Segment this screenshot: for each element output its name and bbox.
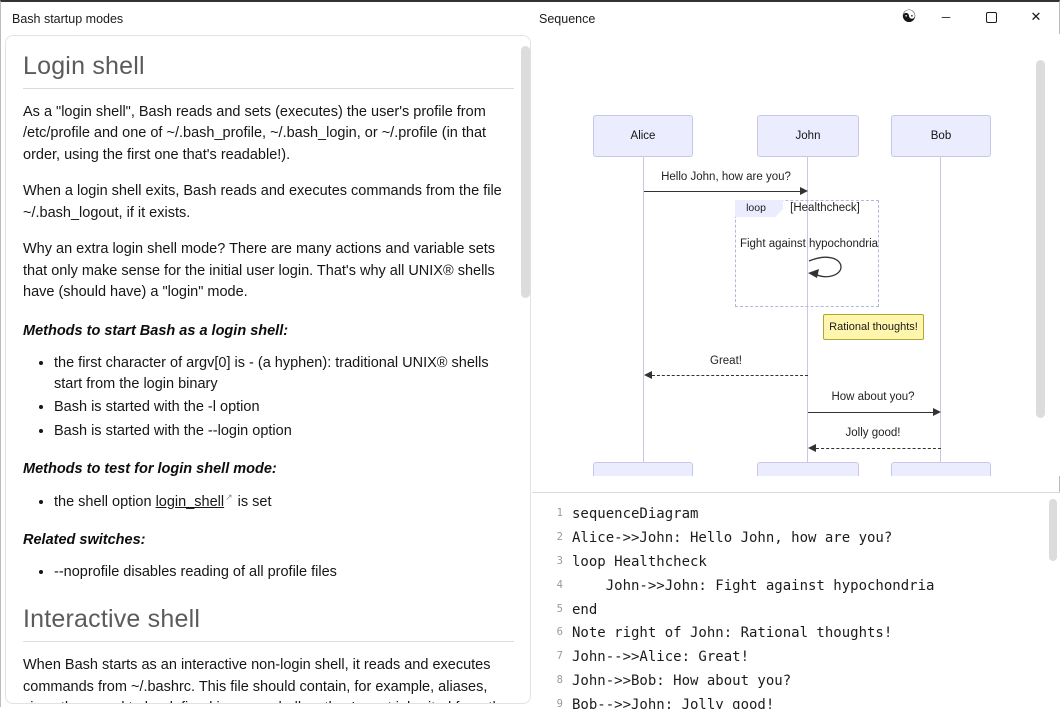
list-item-shell-option: the shell option login_shell↗ is set (54, 491, 514, 513)
code-text[interactable]: end (572, 601, 598, 618)
actor-box-john-bottom: John (757, 462, 859, 476)
code-line: 1 sequenceDiagram (540, 506, 1060, 530)
heading-interactive-shell: Interactive shell (23, 605, 514, 643)
line-number: 1 (556, 507, 563, 519)
document-pane[interactable]: Login shell As a "login shell", Bash rea… (5, 35, 531, 704)
arrow-bob-to-john-dashed (816, 448, 941, 449)
arrowhead-right-icon (800, 187, 808, 195)
code-text[interactable]: sequenceDiagram (572, 506, 699, 522)
diagram-pane-title: Sequence (539, 12, 596, 26)
subheading-methods-start: Methods to start Bash as a login shell: (23, 322, 289, 339)
list-item-noprofile: --noprofile disables reading of all prof… (54, 562, 514, 583)
close-icon: ✕ (1030, 9, 1042, 24)
code-text[interactable]: Note right of John: Rational thoughts! (572, 625, 893, 642)
actor-box-alice-bottom: Alice (593, 462, 693, 476)
list-item-text: is set (233, 493, 272, 510)
sequence-diagram-pane: Alice John Bob Hello John, how are you? … (531, 34, 1060, 476)
loop-label: loop (735, 200, 783, 217)
arrow-john-to-bob (808, 412, 933, 413)
code-text[interactable]: Alice->>John: Hello John, how are you? (572, 529, 893, 546)
code-text[interactable]: John-->>Alice: Great! (572, 649, 750, 666)
line-number: 9 (556, 698, 563, 709)
message-hello-label: Hello John, how are you? (661, 171, 791, 183)
external-link-icon: ↗ (225, 491, 233, 502)
code-line: 6 Note right of John: Rational thoughts! (540, 625, 1060, 649)
theme-toggle-button[interactable]: ☯ (895, 4, 923, 30)
list-item-login-option: Bash is started with the --login option (54, 421, 514, 442)
document-pane-title: Bash startup modes (12, 12, 124, 26)
line-number: 6 (556, 626, 563, 639)
line-number: 4 (556, 578, 563, 591)
actor-box-bob-top: Bob (891, 115, 991, 157)
arrow-john-to-alice-dashed (652, 375, 808, 376)
related-switches-list: --noprofile disables reading of all prof… (23, 562, 514, 583)
list-item-text: the shell option (54, 493, 156, 510)
yin-yang-icon: ☯ (901, 7, 917, 26)
arrowhead-left-icon (644, 371, 652, 379)
code-scrollbar-thumb[interactable] (1049, 499, 1057, 561)
note-box: Rational thoughts! (823, 314, 924, 340)
code-line: 3 loop Healthcheck (540, 554, 1060, 578)
actor-box-bob-bottom: Bob (891, 462, 991, 476)
self-loop-arrow-icon (808, 256, 842, 278)
login-shell-link[interactable]: login_shell (155, 493, 225, 510)
list-item-l-option: Bash is started with the -l option (54, 397, 514, 418)
code-line: 2 Alice->>John: Hello John, how are you? (540, 530, 1060, 554)
maximize-button[interactable] (976, 4, 1006, 30)
methods-start-list: the first character of argv[0] is - (a h… (23, 353, 514, 442)
methods-test-list: the shell option login_shell↗ is set (23, 491, 514, 513)
message-self-label: Fight against hypochondria (739, 238, 879, 250)
minimize-icon: ─ (941, 10, 951, 24)
subheading-related-switches: Related switches: (23, 532, 146, 549)
message-howabout-label: How about you? (831, 391, 915, 403)
code-line: 9 Bob-->>John: Jolly good! (540, 697, 1060, 709)
lifeline-bob (940, 157, 941, 462)
arrowhead-right-icon (933, 408, 941, 416)
code-text[interactable]: loop Healthcheck (572, 553, 707, 570)
arrow-alice-to-john (644, 191, 801, 192)
close-button[interactable]: ✕ (1021, 4, 1051, 30)
code-text[interactable]: Bob-->>John: Jolly good! (572, 697, 775, 709)
list-item-argv: the first character of argv[0] is - (a h… (54, 353, 514, 396)
actor-box-john-top: John (757, 115, 859, 157)
code-text[interactable]: John->>Bob: How about you? (572, 673, 792, 690)
code-line: 7 John-->>Alice: Great! (540, 649, 1060, 673)
minimize-button[interactable]: ─ (931, 4, 961, 30)
heading-login-shell: Login shell (23, 52, 514, 89)
actor-box-alice-top: Alice (593, 115, 693, 157)
line-number: 2 (556, 530, 563, 543)
code-text[interactable]: John->>John: Fight against hypochondria (572, 577, 935, 594)
line-number: 3 (556, 554, 563, 567)
pane-divider (532, 492, 1060, 493)
message-jolly-label: Jolly good! (845, 427, 901, 439)
loop-condition-label: [Healthcheck] (790, 202, 860, 214)
lifeline-alice (643, 157, 644, 462)
arrowhead-left-icon (808, 444, 816, 452)
line-number: 5 (556, 602, 563, 615)
code-line: 5 end (540, 602, 1060, 626)
subheading-methods-test: Methods to test for login shell mode: (23, 460, 277, 477)
lifeline-john (807, 157, 808, 462)
document-content: Login shell As a "login shell", Bash rea… (6, 36, 530, 703)
maximize-icon (985, 11, 997, 23)
paragraph-interactive: When Bash starts as an interactive non-l… (23, 657, 509, 703)
paragraph-login-why: Why an extra login shell mode? There are… (23, 241, 496, 301)
line-number: 7 (556, 650, 563, 663)
diagram-scrollbar-thumb[interactable] (1036, 60, 1045, 418)
paragraph-login-profile: As a "login shell", Bash reads and sets … (23, 104, 487, 163)
message-great-label: Great! (710, 355, 742, 367)
loop-frame: loop (735, 200, 879, 307)
paragraph-login-exit: When a login shell exits, Bash reads and… (23, 183, 502, 221)
code-line: 8 John->>Bob: How about you? (540, 673, 1060, 697)
code-editor-pane[interactable]: 1 sequenceDiagram 2 Alice->>John: Hello Jo… (532, 493, 1060, 709)
code-line: 4 John->>John: Fight against hypochondri… (540, 578, 1060, 602)
document-scrollbar-thumb[interactable] (521, 46, 530, 298)
line-number: 8 (556, 674, 563, 687)
